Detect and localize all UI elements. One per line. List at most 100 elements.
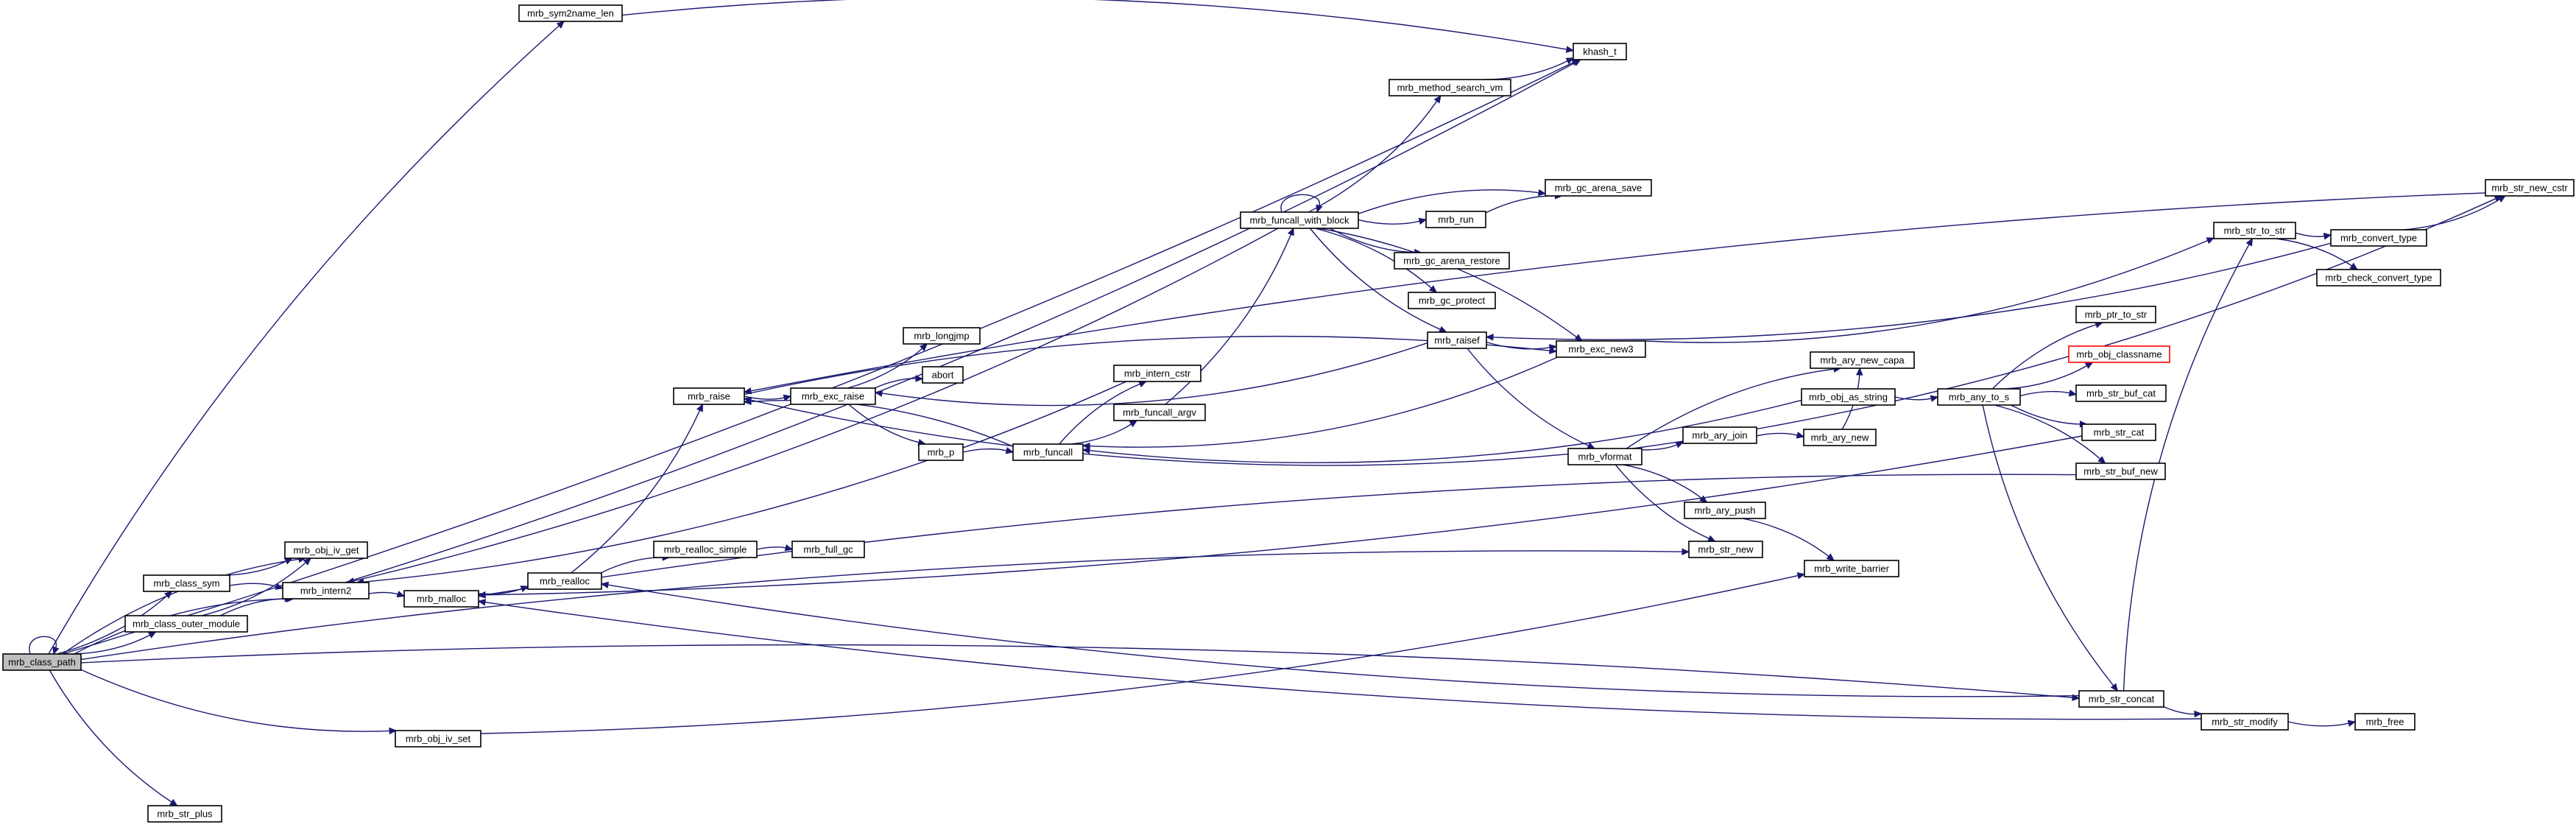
edge-line [368, 591, 398, 595]
node-label: mrb_class_outer_module [133, 619, 240, 630]
edge-line [1358, 189, 1539, 214]
node-khash-t[interactable]: khash_t [1573, 43, 1627, 60]
node-label: mrb_funcall_argv [1123, 407, 1196, 418]
edge-vformat-to-raise [743, 396, 1569, 466]
node-label: mrb_raisef [1434, 335, 1480, 346]
edge-layer [29, 0, 2506, 806]
edge-class_path-to-obj_iv_set [80, 669, 398, 735]
node-class-outer-module[interactable]: mrb_class_outer_module [124, 615, 248, 633]
node-str-modify[interactable]: mrb_str_modify [2201, 713, 2289, 731]
node-str-plus[interactable]: mrb_str_plus [147, 805, 222, 823]
node-funcall[interactable]: mrb_funcall [1012, 443, 1084, 461]
node-sym2name-len[interactable]: mrb_sym2name_len [518, 4, 623, 22]
edge-arrowhead [1081, 446, 1090, 454]
edge-line [1089, 399, 1802, 464]
edge-arrowhead [1707, 535, 1716, 542]
edge-arrowhead [1138, 381, 1147, 387]
node-realloc-simple[interactable]: mrb_realloc_simple [653, 541, 758, 558]
edge-arrowhead [1587, 442, 1596, 449]
node-label: mrb_exc_new3 [1568, 344, 1633, 355]
node-free[interactable]: mrb_free [2354, 713, 2416, 731]
node-ary-join[interactable]: mrb_ary_join [1682, 426, 1757, 444]
node-str-buf-new[interactable]: mrb_str_buf_new [2075, 463, 2166, 480]
edge-line [62, 62, 1574, 655]
node-str-new-cstr[interactable]: mrb_str_new_cstr [2485, 179, 2575, 197]
node-intern-cstr[interactable]: mrb_intern_cstr [1113, 365, 1201, 382]
node-raise[interactable]: mrb_raise [673, 387, 745, 405]
node-str-concat[interactable]: mrb_str_concat [2078, 690, 2164, 708]
node-obj-as-string[interactable]: mrb_obj_as_string [1801, 388, 1896, 406]
node-gc-arena-restore[interactable]: mrb_gc_arena_restore [1394, 252, 1510, 270]
node-str-buf-cat[interactable]: mrb_str_buf_cat [2075, 384, 2167, 402]
node-box [653, 541, 758, 558]
edge-line [848, 404, 920, 443]
node-label: mrb_check_convert_type [2325, 272, 2432, 284]
node-ary-push[interactable]: mrb_ary_push [1684, 502, 1766, 519]
node-vformat[interactable]: mrb_vformat [1567, 448, 1642, 465]
node-box [918, 443, 964, 461]
node-gc-protect[interactable]: mrb_gc_protect [1408, 292, 1496, 309]
node-full-gc[interactable]: mrb_full_gc [791, 541, 865, 558]
edge-arrowhead [1796, 572, 1806, 580]
node-ary-new-capa[interactable]: mrb_ary_new_capa [1810, 351, 1915, 369]
node-exc-raise[interactable]: mrb_exc_raise [790, 387, 876, 405]
node-class-sym[interactable]: mrb_class_sym [143, 574, 230, 592]
node-label: mrb_vformat [1578, 451, 1632, 463]
edge-exc_raise-to-abort [874, 375, 924, 389]
edge-arrowhead [696, 403, 703, 412]
node-box [673, 387, 745, 405]
node-box [1804, 560, 1899, 577]
node-str-new[interactable]: mrb_str_new [1688, 541, 1763, 558]
node-exc-new3[interactable]: mrb_exc_new3 [1556, 340, 1646, 358]
node-intern2[interactable]: mrb_intern2 [282, 582, 370, 599]
edge-arrowhead [477, 599, 487, 606]
node-str-cat[interactable]: mrb_str_cat [2081, 423, 2156, 441]
edge-arrowhead [2349, 262, 2359, 270]
node-gc-arena-save[interactable]: mrb_gc_arena_save [1545, 179, 1652, 197]
node-box [1545, 179, 1652, 197]
node-any-to-s[interactable]: mrb_any_to_s [1937, 388, 2021, 406]
node-ary-new[interactable]: mrb_ary_new [1803, 429, 1877, 446]
node-obj-iv-set[interactable]: mrb_obj_iv_set [395, 730, 481, 748]
node-run[interactable]: mrb_run [1425, 211, 1486, 228]
edge-line [750, 399, 1014, 447]
edge-line [2019, 390, 2070, 397]
node-funcall-argv[interactable]: mrb_funcall_argv [1113, 404, 1206, 421]
node-box [2213, 222, 2296, 239]
node-label: mrb_write_barrier [1814, 563, 1890, 574]
node-class-path[interactable]: mrb_class_path [2, 653, 82, 671]
node-abort[interactable]: abort [922, 366, 964, 384]
edge-line [1308, 100, 1438, 213]
edge-str_modify-to-malloc [477, 599, 2202, 720]
node-method-search-vm[interactable]: mrb_method_search_vm [1388, 79, 1511, 96]
edge-arrowhead [389, 727, 398, 735]
node-check-convert-type[interactable]: mrb_check_convert_type [2316, 269, 2441, 286]
edge-line [1318, 228, 1577, 338]
node-longjmp[interactable]: mrb_longjmp [903, 327, 981, 345]
node-realloc[interactable]: mrb_realloc [527, 572, 602, 590]
node-label: mrb_funcall [1023, 447, 1073, 458]
node-box [527, 572, 602, 590]
node-obj-classname[interactable]: mrb_obj_classname [2068, 345, 2170, 363]
edge-arrowhead [1129, 420, 1138, 428]
node-box [903, 327, 981, 345]
node-ptr-to-str[interactable]: mrb_ptr_to_str [2075, 306, 2156, 323]
edge-exc_raise-to-longjmp [847, 343, 928, 389]
node-funcall-with-block[interactable]: mrb_funcall_with_block [1240, 211, 1359, 229]
edge-arrowhead [1428, 285, 1438, 293]
node-label: mrb_class_sym [153, 578, 219, 589]
edge-line [57, 595, 168, 655]
node-label: mrb_any_to_s [1949, 392, 2010, 403]
node-layer: mrb_class_path mrb_sym2name_len khash_tmrb… [2, 4, 2575, 823]
node-raisef[interactable]: mrb_raisef [1427, 331, 1487, 349]
node-label: mrb_p [928, 447, 955, 458]
node-malloc[interactable]: mrb_malloc [403, 590, 479, 608]
node-p[interactable]: mrb_p [918, 443, 964, 461]
edge-line [484, 602, 2202, 720]
node-obj-iv-get[interactable]: mrb_obj_iv_get [284, 541, 368, 559]
node-convert-type[interactable]: mrb_convert_type [2330, 229, 2427, 247]
node-write-barrier[interactable]: mrb_write_barrier [1804, 560, 1899, 577]
node-str-to-str[interactable]: mrb_str_to_str [2213, 222, 2296, 239]
node-box [2081, 423, 2156, 441]
edge-arrowhead [2206, 237, 2215, 245]
